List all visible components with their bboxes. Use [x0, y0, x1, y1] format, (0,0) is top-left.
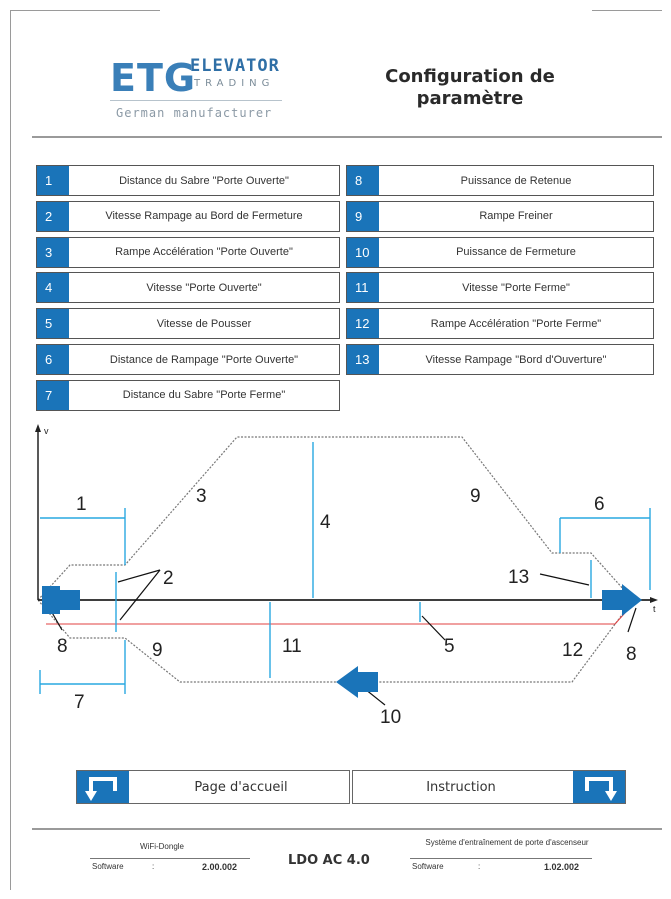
footer-right-version: 1.02.002 [544, 862, 580, 872]
top-left-rule [10, 10, 160, 11]
home-button[interactable]: Page d'accueil [76, 770, 350, 804]
param-label: Puissance de Fermeture [456, 246, 576, 259]
open-profile-curve [37, 436, 634, 601]
footer-left-sep: : [152, 862, 155, 871]
param-label: Rampe Freiner [479, 210, 553, 223]
marker-3: 3 [196, 486, 207, 507]
return-right-icon [585, 777, 617, 801]
home-icon-box [77, 771, 129, 803]
axis-x-label: t [653, 604, 656, 614]
marker-1: 1 [76, 494, 87, 515]
param-label: Vitesse de Pousser [156, 317, 252, 330]
door-open-arrow-icon [602, 584, 642, 616]
marker-6: 6 [594, 494, 605, 515]
param-label: Vitesse Rampage au Bord de Fermeture [105, 210, 303, 223]
param-row-3[interactable]: 3 Rampe Accélération "Porte Ouverte" [36, 236, 340, 268]
param-number: 7 [37, 380, 69, 410]
param-label: Distance du Sabre "Porte Ouverte" [119, 174, 289, 187]
marker-11: 11 [282, 636, 302, 657]
page-title-line2: paramètre [416, 88, 524, 109]
logo-mark: ETG [110, 56, 197, 100]
param-number: 5 [37, 309, 69, 339]
param-row-6[interactable]: 6 Distance de Rampage "Porte Ouverte" [36, 344, 340, 375]
logo-word-trading: TRADING [194, 78, 275, 89]
marker-9-top: 9 [470, 486, 481, 507]
param-row-13[interactable]: 13 Vitesse Rampage "Bord d'Ouverture" [346, 344, 654, 375]
marker-9-bottom: 9 [152, 640, 163, 661]
param-number: 6 [37, 345, 69, 374]
marker-12: 12 [562, 640, 583, 661]
footer-right-sep: : [478, 862, 481, 871]
param-label: Vitesse "Porte Ferme" [462, 281, 570, 294]
param-number: 11 [347, 273, 379, 303]
param-row-5[interactable]: 5 Vitesse de Pousser [36, 308, 340, 340]
header-divider [32, 136, 662, 138]
param-label: Distance de Rampage "Porte Ouverte" [109, 353, 299, 366]
door-closed-arrow-icon [42, 586, 80, 614]
footer-left-version: 2.00.002 [202, 862, 238, 872]
home-button-label: Page d'accueil [194, 779, 288, 795]
param-row-11[interactable]: 11 Vitesse "Porte Ferme" [346, 272, 654, 304]
axis-y-label: v [44, 426, 49, 436]
param-row-2[interactable]: 2 Vitesse Rampage au Bord de Fermeture [36, 200, 340, 232]
logo-tagline: German manufacturer [116, 106, 273, 120]
param-label: Distance du Sabre "Porte Ferme" [122, 389, 286, 402]
param-number: 4 [37, 273, 69, 303]
instruction-icon-box [573, 771, 625, 803]
marker-10: 10 [380, 707, 401, 728]
closing-arrow-icon [336, 666, 378, 698]
marker-2: 2 [163, 568, 174, 589]
footer-left-key: Software [92, 862, 124, 871]
param-label: Vitesse Rampage "Bord d'Ouverture" [425, 353, 607, 366]
param-row-7[interactable]: 7 Distance du Sabre "Porte Ferme" [36, 379, 340, 411]
footer-divider [32, 828, 662, 830]
marker-13: 13 [508, 567, 529, 588]
param-label: Puissance de Retenue [460, 174, 572, 187]
return-left-icon [85, 777, 117, 801]
page-title-line1: Configuration de [385, 66, 555, 87]
left-border [10, 10, 11, 890]
push-speed-line [46, 603, 634, 625]
footer-right-key: Software [412, 862, 444, 871]
footer-left-title: WiFi-Dongle [140, 842, 185, 851]
param-number: 3 [37, 237, 69, 267]
instruction-button[interactable]: Instruction [352, 770, 626, 804]
etg-logo: ETG ELEVATOR TRADING German manufacturer [110, 50, 285, 130]
footer-right-title: Système d'entraînement de porte d'ascens… [425, 838, 589, 847]
param-row-10[interactable]: 10 Puissance de Fermeture [346, 236, 654, 268]
marker-8-left: 8 [57, 636, 68, 657]
marker-7: 7 [74, 692, 85, 713]
param-number: 8 [347, 166, 379, 195]
param-row-8[interactable]: 8 Puissance de Retenue [346, 165, 654, 196]
param-number: 2 [37, 201, 69, 231]
param-label: Rampe Accélération "Porte Ferme" [430, 317, 602, 330]
param-number: 9 [347, 201, 379, 231]
param-row-9[interactable]: 9 Rampe Freiner [346, 200, 654, 232]
marker-8-right: 8 [626, 644, 637, 665]
marker-5: 5 [444, 636, 455, 657]
param-number: 1 [37, 166, 69, 195]
param-row-4[interactable]: 4 Vitesse "Porte Ouverte" [36, 272, 340, 304]
top-right-rule [592, 10, 662, 11]
footer-model: LDO AC 4.0 [288, 853, 370, 868]
param-label: Vitesse "Porte Ouverte" [146, 281, 262, 294]
marker-4: 4 [320, 512, 331, 533]
param-label: Rampe Accélération "Porte Ouverte" [115, 246, 293, 259]
param-row-1[interactable]: 1 Distance du Sabre "Porte Ouverte" [36, 165, 340, 196]
instruction-button-label: Instruction [426, 779, 496, 795]
page-title: Configuration de paramètre [360, 66, 580, 110]
logo-word-elevator: ELEVATOR [190, 56, 280, 76]
param-number: 12 [347, 309, 379, 339]
close-profile-curve [37, 599, 634, 683]
param-number: 13 [347, 345, 379, 374]
param-row-12[interactable]: 12 Rampe Accélération "Porte Ferme" [346, 308, 654, 340]
motion-profile-diagram: v t 1 2 3 4 9 6 13 [35, 424, 658, 728]
param-number: 10 [347, 237, 379, 267]
